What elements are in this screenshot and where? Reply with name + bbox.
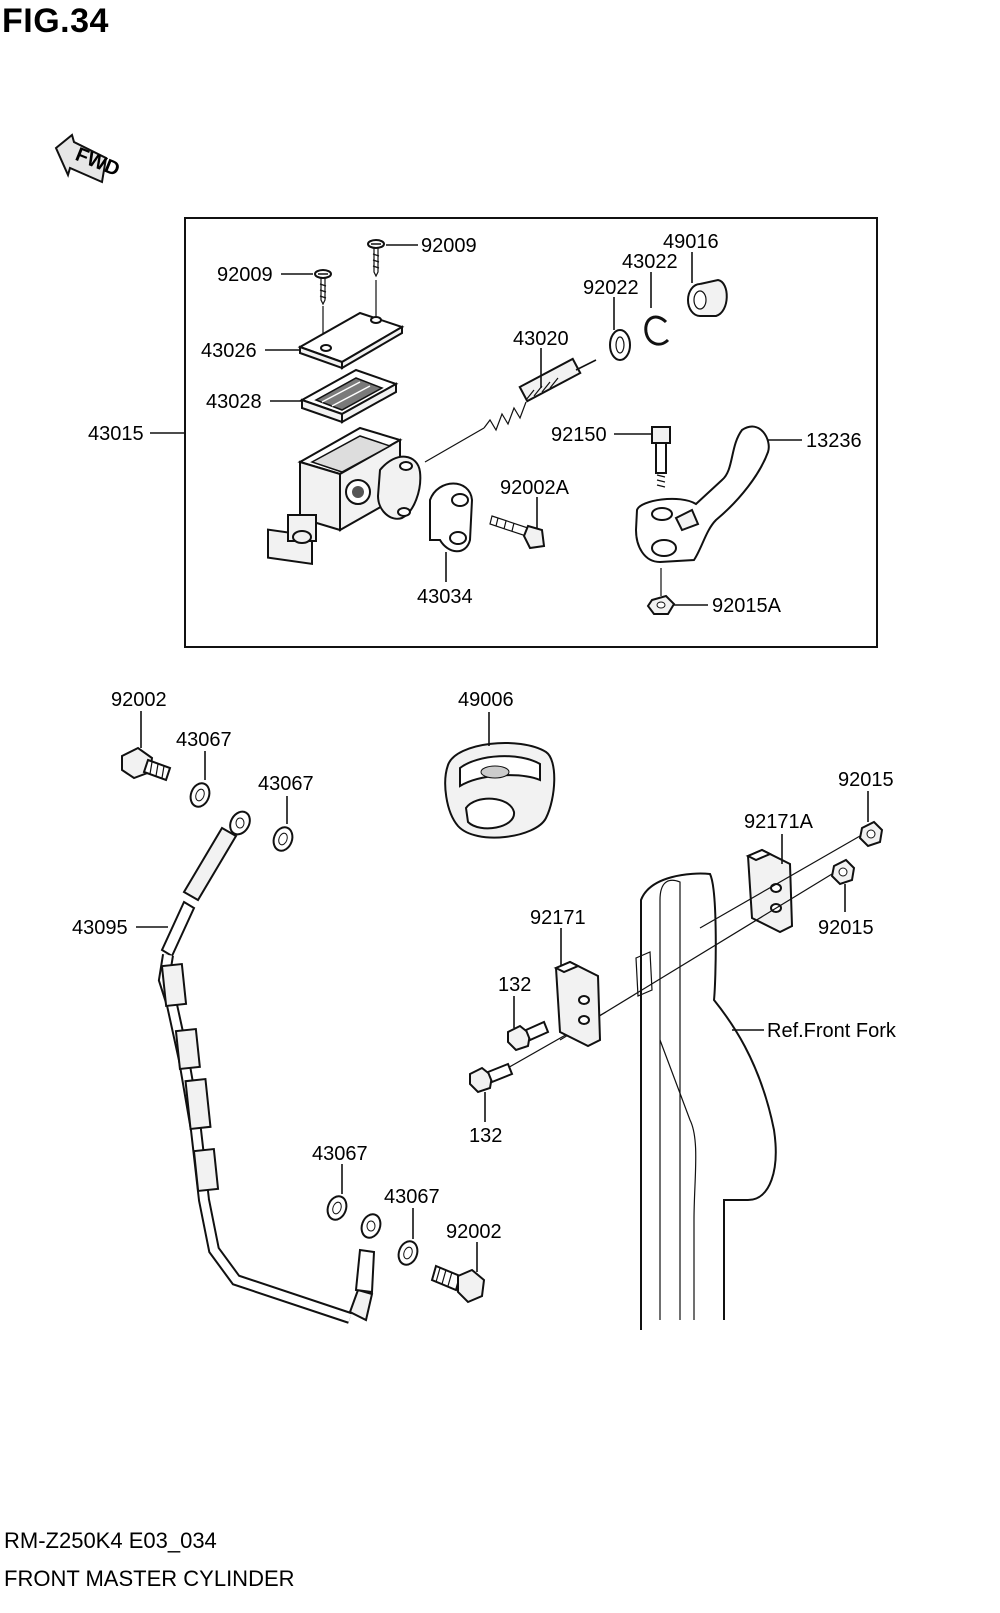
banjo-bolt-icon bbox=[430, 1264, 486, 1304]
bolt-icon bbox=[507, 1020, 550, 1052]
callout-43067-top-b: 43067 bbox=[258, 773, 314, 795]
front-fork-outline bbox=[635, 872, 777, 1330]
nut-icon bbox=[858, 820, 884, 848]
screw-icon bbox=[367, 239, 385, 278]
boot-icon bbox=[687, 278, 728, 317]
bolt-icon bbox=[469, 1062, 514, 1094]
callout-13236: 13236 bbox=[806, 430, 862, 452]
callout-92171: 92171 bbox=[530, 907, 586, 929]
callout-43067-bottom-a: 43067 bbox=[312, 1143, 368, 1165]
hose-clamp bbox=[553, 960, 602, 1048]
callout-92150: 92150 bbox=[551, 424, 607, 446]
callout-132-upper: 132 bbox=[498, 974, 531, 996]
callout-49016: 49016 bbox=[663, 231, 719, 253]
callout-43034: 43034 bbox=[417, 586, 473, 608]
callout-92002A: 92002A bbox=[500, 477, 570, 499]
callout-43028: 43028 bbox=[206, 391, 262, 413]
master-cylinder-body bbox=[267, 426, 422, 565]
nut-icon bbox=[830, 858, 856, 886]
hose-clamp-a bbox=[745, 848, 794, 934]
callout-92171A: 92171A bbox=[744, 811, 814, 833]
callout-43020: 43020 bbox=[513, 328, 569, 350]
callout-92002-bottom: 92002 bbox=[446, 1221, 502, 1243]
nut-icon bbox=[646, 594, 676, 615]
reservoir-cap bbox=[297, 311, 405, 370]
callout-43026: 43026 bbox=[201, 340, 257, 362]
callout-43067-bottom-b: 43067 bbox=[384, 1186, 440, 1208]
pivot-bolt-icon bbox=[651, 426, 671, 488]
callout-132-lower: 132 bbox=[469, 1125, 502, 1147]
callout-92015A: 92015A bbox=[712, 595, 782, 617]
screw-icon bbox=[314, 269, 332, 306]
banjo-bolt-icon bbox=[121, 746, 172, 782]
callout-92002-top: 92002 bbox=[111, 689, 167, 711]
callout-49006: 49006 bbox=[458, 689, 514, 711]
callout-92009-lower: 92009 bbox=[217, 264, 273, 286]
diaphragm bbox=[299, 368, 399, 424]
clamp-holder bbox=[429, 482, 474, 553]
callout-92015-bottom: 92015 bbox=[818, 917, 874, 939]
brake-lever bbox=[634, 425, 770, 564]
piston-kit bbox=[483, 357, 597, 432]
callout-43022: 43022 bbox=[622, 251, 678, 273]
callout-43067-top-a: 43067 bbox=[176, 729, 232, 751]
callout-fork-ref: Ref.Front Fork bbox=[767, 1020, 897, 1042]
callout-92015-top: 92015 bbox=[838, 769, 894, 791]
figure-title: FIG.34 bbox=[2, 2, 109, 40]
callout-43095: 43095 bbox=[72, 917, 128, 939]
diagram-name: FRONT MASTER CYLINDER bbox=[4, 1566, 295, 1591]
callout-43015: 43015 bbox=[88, 423, 144, 445]
assembly-box bbox=[184, 217, 878, 648]
fwd-arrow-icon: FWD bbox=[54, 133, 123, 184]
lever-guard bbox=[444, 742, 556, 839]
holder-bolt-icon bbox=[489, 515, 546, 550]
model-code: RM-Z250K4 E03_034 bbox=[4, 1528, 217, 1553]
brake-hose bbox=[157, 810, 382, 1324]
callout-92009-upper: 92009 bbox=[421, 235, 477, 257]
callout-92022: 92022 bbox=[583, 277, 639, 299]
circlip-icon bbox=[644, 315, 670, 346]
